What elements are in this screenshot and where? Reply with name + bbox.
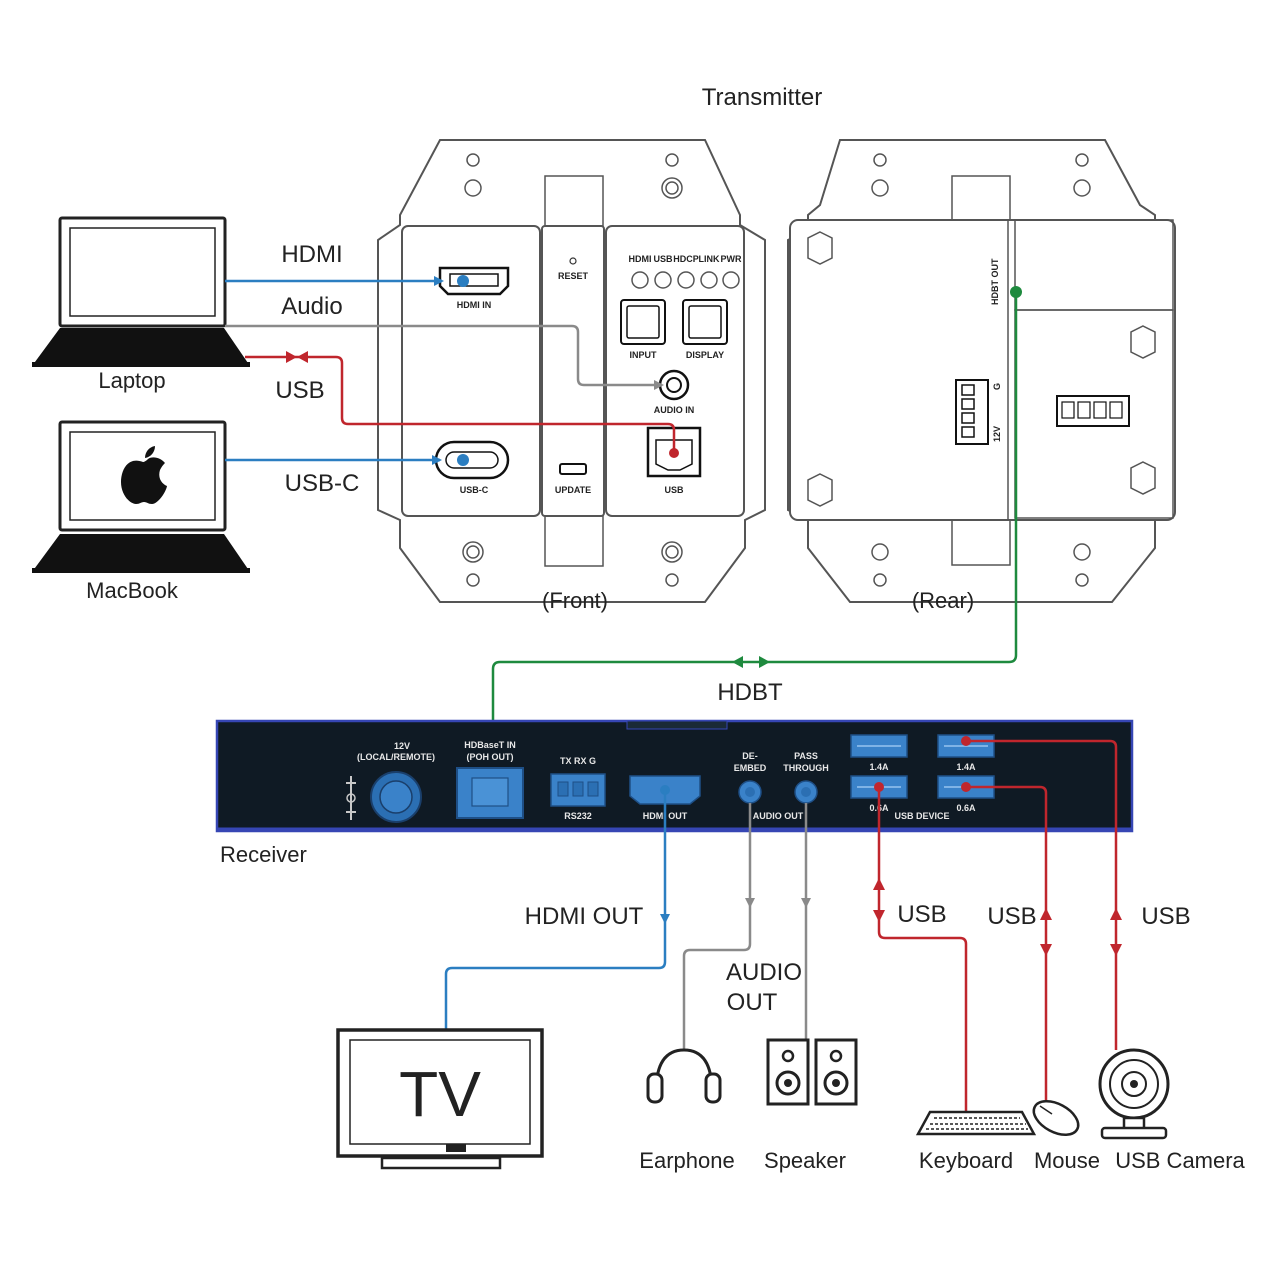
hdmi-out-line xyxy=(444,922,667,1030)
rear-label: (Rear) xyxy=(912,588,974,613)
power-sub-label: (LOCAL/REMOTE) xyxy=(357,752,435,762)
hdmi-signal-label: HDMI xyxy=(281,241,342,268)
keyboard-icon xyxy=(915,1110,1037,1136)
mouse-icon xyxy=(1032,1100,1080,1136)
audio-out-signal-label-2: OUT xyxy=(727,989,778,1016)
earphone-icon xyxy=(646,1048,722,1104)
keyboard-usb-label: USB xyxy=(897,901,946,928)
laptop xyxy=(32,216,250,367)
txrx-label: TX RX G xyxy=(560,756,596,766)
hdmi-in-port xyxy=(438,266,510,296)
usb-14a-label-2: 1.4A xyxy=(956,762,976,772)
led-label-hdmi: HDMI xyxy=(629,254,652,264)
audio-in-port xyxy=(658,369,690,401)
usb-input-line xyxy=(245,355,676,450)
keyboard-usb-bidirectional-arrow xyxy=(873,878,885,922)
audio-signal-label: Audio xyxy=(281,293,342,320)
rear-g-label: G xyxy=(992,383,1002,390)
input-label: INPUT xyxy=(630,350,658,360)
hdbt-out-label: HDBT OUT xyxy=(990,258,1000,305)
usb-bidirectional-arrow xyxy=(286,351,308,363)
macbook-label: MacBook xyxy=(86,578,179,603)
display-button xyxy=(682,299,728,345)
reset-button xyxy=(569,257,577,265)
laptop-label: Laptop xyxy=(98,368,165,393)
update-port xyxy=(559,463,587,475)
deembed-label: DE- xyxy=(742,751,758,761)
led-label-hdcp: HDCP xyxy=(673,254,699,264)
speaker-icon xyxy=(766,1038,858,1106)
usb-signal-label: USB xyxy=(275,377,324,404)
deembed-label-2: EMBED xyxy=(734,763,767,773)
rs232-label: RS232 xyxy=(564,811,592,821)
input-button xyxy=(620,299,666,345)
usb-camera-label: USB Camera xyxy=(1115,1148,1245,1173)
audio-out-signal-label: AUDIO xyxy=(726,959,802,986)
usb-port-label: USB xyxy=(664,485,684,495)
transmitter-title: Transmitter xyxy=(702,84,822,111)
audio-input-line xyxy=(225,324,664,390)
hdbaset-poh-label: (POH OUT) xyxy=(467,752,514,762)
mouse-usb-bidirectional-arrow xyxy=(1040,908,1052,956)
status-leds: HDMI USB HDCP LINK PWR xyxy=(629,254,742,289)
reset-label: RESET xyxy=(558,271,589,281)
usb-connection-dot xyxy=(669,448,679,458)
receiver-unit xyxy=(215,719,1134,833)
hdmi-out-signal-label: HDMI OUT xyxy=(525,903,644,930)
mouse-usb-label: USB xyxy=(987,903,1036,930)
usb-device-label: USB DEVICE xyxy=(894,811,949,821)
apple-logo-icon xyxy=(121,446,167,504)
front-label: (Front) xyxy=(542,588,608,613)
camera-usb-label: USB xyxy=(1141,903,1190,930)
led-label-pwr: PWR xyxy=(721,254,742,264)
transmitter-front xyxy=(377,139,766,603)
hdbt-bidirectional-arrow xyxy=(732,656,770,668)
led-label-link: LINK xyxy=(699,254,720,264)
earphone-audio-line xyxy=(682,906,752,1050)
transmitter-rear xyxy=(787,139,1176,603)
camera-usb-bidirectional-arrow xyxy=(1110,908,1122,956)
keyboard-label: Keyboard xyxy=(919,1148,1013,1173)
usb-c-signal-label: USB-C xyxy=(285,470,360,497)
usb-06a-label-2: 0.6A xyxy=(956,803,976,813)
audio-in-label: AUDIO IN xyxy=(654,405,695,415)
speaker-label: Speaker xyxy=(764,1148,846,1173)
hdbt-line xyxy=(491,292,1018,793)
mouse-usb-line xyxy=(966,785,1048,1102)
receiver-label: Receiver xyxy=(220,842,307,867)
pass-through-label-2: THROUGH xyxy=(783,763,829,773)
usb-c-port-label: USB-C xyxy=(460,485,489,495)
tv-label: TV xyxy=(399,1058,481,1130)
power-label: 12V xyxy=(394,741,410,751)
tv-icon xyxy=(336,1028,544,1170)
led-label-usb: USB xyxy=(653,254,673,264)
display-label: DISPLAY xyxy=(686,350,724,360)
receiver-audio-out-label: AUDIO OUT xyxy=(753,811,804,821)
usb-14a-label-1: 1.4A xyxy=(869,762,889,772)
earphone-label: Earphone xyxy=(639,1148,734,1173)
rear-12v-label: 12V xyxy=(992,426,1002,442)
hdmi-in-label: HDMI IN xyxy=(457,300,492,310)
usb-c-port xyxy=(434,440,510,480)
hdmi-connection-dot xyxy=(457,275,469,287)
hdbt-label: HDBT xyxy=(717,679,783,706)
mouse-label: Mouse xyxy=(1034,1148,1100,1173)
update-label: UPDATE xyxy=(555,485,591,495)
usb-camera-icon xyxy=(1098,1048,1170,1140)
keyboard-usb-line xyxy=(877,787,968,1112)
usb-c-connection-dot xyxy=(457,454,469,466)
pass-through-label: PASS xyxy=(794,751,818,761)
hdbaset-in-label: HDBaseT IN xyxy=(464,740,516,750)
camera-usb-line xyxy=(966,739,1118,1050)
